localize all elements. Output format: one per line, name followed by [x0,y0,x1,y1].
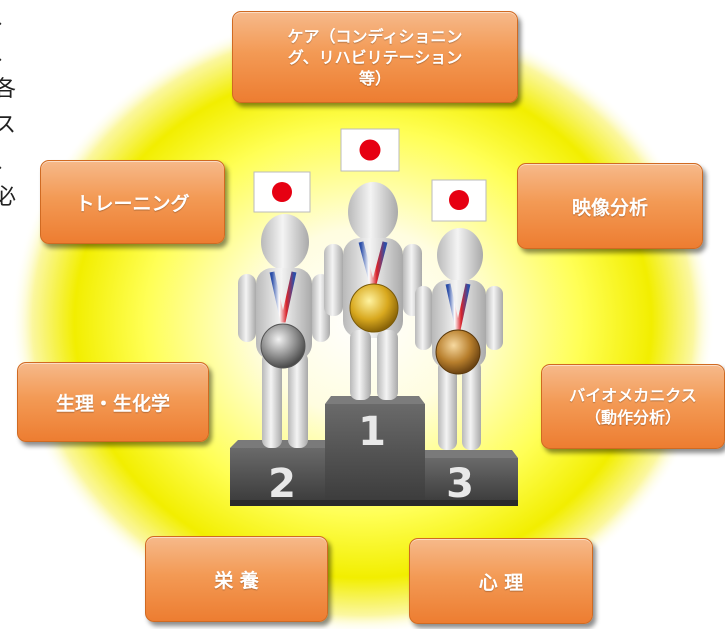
figure-third [415,228,503,450]
box-psychology-label: 心 理 [478,571,524,594]
box-video-analysis-label: 映像分析 [571,196,648,219]
box-nutrition: 栄 養 [145,536,328,622]
flag-left [253,171,311,213]
clipped-char: 、 [0,36,16,72]
box-psychology: 心 理 [409,538,593,624]
clipped-left-text: 、 、 各 ス 、 必 [0,0,16,260]
clipped-char: 、 [0,0,16,36]
clipped-char: 、 [0,144,16,180]
box-training: トレーニング [40,160,225,244]
box-training-label: トレーニング [75,192,190,215]
box-physiology-label: 生理・生化学 [55,392,170,415]
flag-center [340,128,400,172]
box-biomechanics-label: バイオメカニクス （動作分析） [569,385,697,427]
figure-second [238,214,330,448]
box-biomechanics: バイオメカニクス （動作分析） [541,364,725,449]
clipped-char: 必 [0,185,16,210]
podium [230,396,518,506]
box-care: ケア（コンディショニン グ、リハビリテーション 等） [232,11,518,103]
box-care-label: ケア（コンディショニン グ、リハビリテーション 等） [287,26,463,88]
podium-number-2: 2 [268,461,296,507]
clipped-char: ス [0,113,16,138]
box-nutrition-label: 栄 養 [214,569,259,592]
box-video-analysis: 映像分析 [517,163,703,249]
podium-number-3: 3 [446,461,474,507]
flag-right [431,179,487,222]
clipped-char: 各 [0,77,16,102]
box-physiology: 生理・生化学 [17,362,209,442]
podium-number-1: 1 [358,409,386,455]
